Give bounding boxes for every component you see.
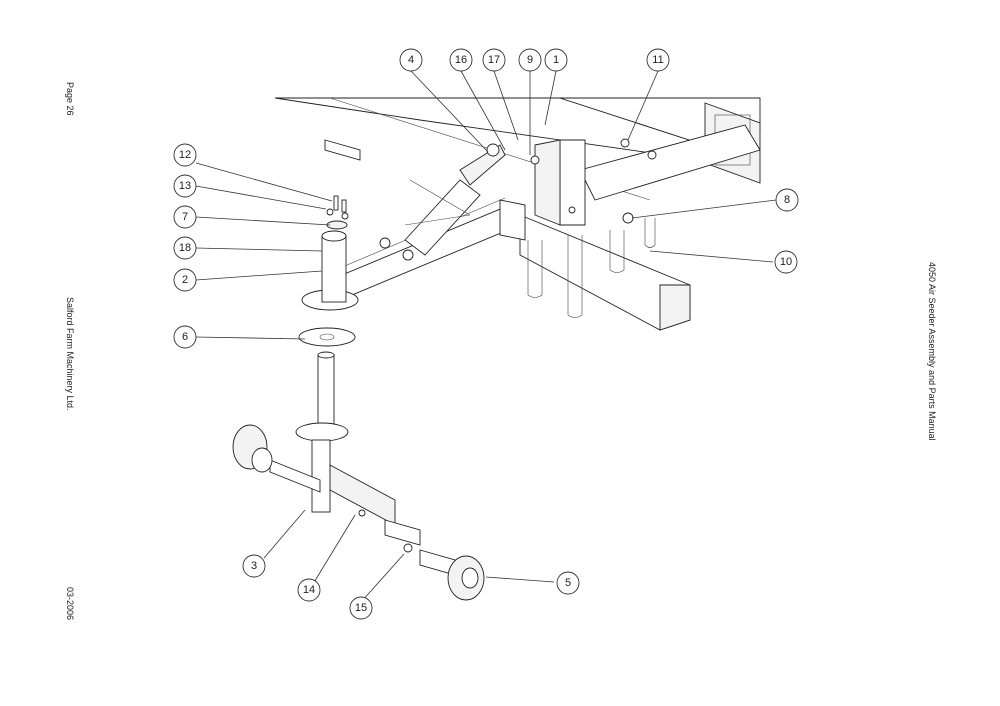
swivel-post-assembly bbox=[298, 195, 359, 347]
callout-4: 4 bbox=[399, 48, 423, 72]
callout-8: 8 bbox=[775, 188, 799, 212]
callout-14: 14 bbox=[297, 578, 321, 602]
callout-5-label: 5 bbox=[565, 577, 571, 589]
callout-11: 11 bbox=[646, 48, 670, 72]
callout-12: 12 bbox=[173, 143, 197, 167]
callout-3-label: 3 bbox=[251, 560, 257, 572]
axle-assembly bbox=[232, 351, 485, 601]
callout-6: 6 bbox=[173, 325, 197, 349]
callout-12-label: 12 bbox=[179, 149, 191, 161]
callout-1-label: 1 bbox=[553, 54, 559, 66]
callout-3: 3 bbox=[242, 554, 266, 578]
callout-14-label: 14 bbox=[303, 584, 315, 596]
callout-17: 17 bbox=[482, 48, 506, 72]
callout-15: 15 bbox=[349, 596, 373, 620]
callout-9-label: 9 bbox=[527, 54, 533, 66]
callout-16-label: 16 bbox=[455, 54, 467, 66]
callout-18: 18 bbox=[173, 236, 197, 260]
callout-2-label: 2 bbox=[182, 274, 188, 286]
callout-4-label: 4 bbox=[408, 54, 414, 66]
callout-15-label: 15 bbox=[355, 602, 367, 614]
hydraulic-cylinder bbox=[379, 143, 506, 261]
callout-7: 7 bbox=[173, 205, 197, 229]
callout-16: 16 bbox=[449, 48, 473, 72]
callout-18-label: 18 bbox=[179, 242, 191, 254]
callout-2: 2 bbox=[173, 268, 197, 292]
callout-11-label: 11 bbox=[652, 54, 663, 66]
callout-5: 5 bbox=[556, 571, 580, 595]
callout-10-label: 10 bbox=[780, 256, 792, 268]
callout-7-label: 7 bbox=[182, 211, 188, 223]
callout-10: 10 bbox=[774, 250, 798, 274]
leader-lines bbox=[195, 70, 777, 602]
callout-8-label: 8 bbox=[784, 194, 790, 206]
callout-6-label: 6 bbox=[182, 331, 188, 343]
callout-17-label: 17 bbox=[488, 54, 500, 66]
callout-9: 9 bbox=[518, 48, 542, 72]
callout-13: 13 bbox=[173, 174, 197, 198]
callout-1: 1 bbox=[544, 48, 568, 72]
callout-13-label: 13 bbox=[179, 180, 191, 192]
